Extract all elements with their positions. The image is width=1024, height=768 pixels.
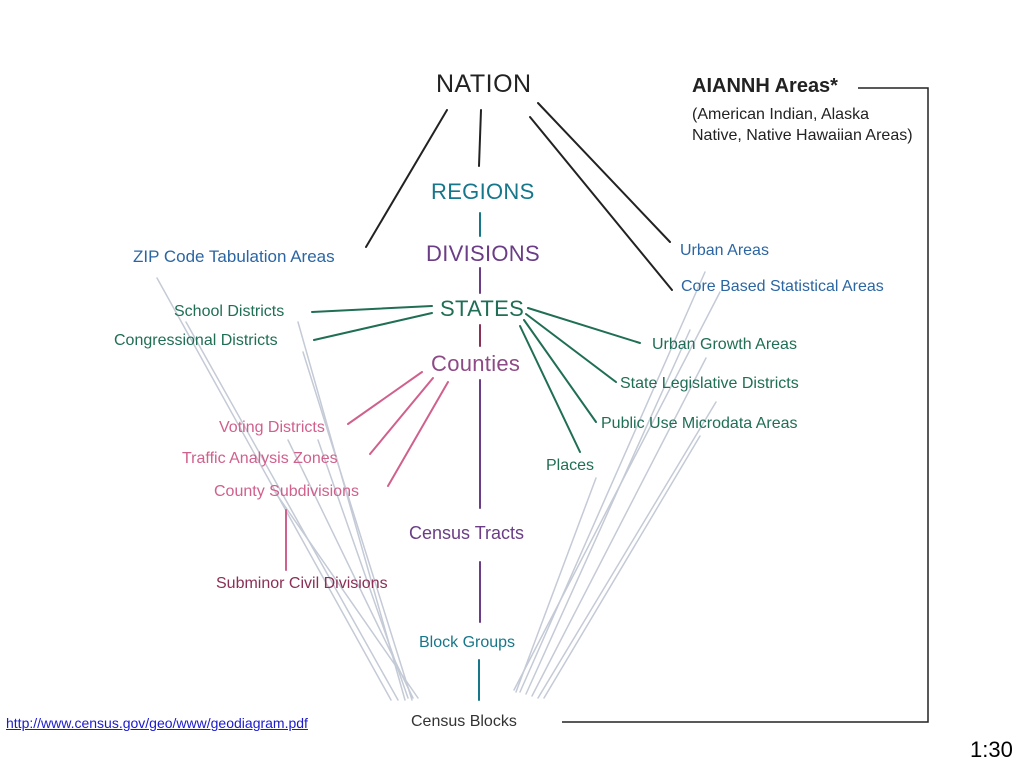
counties-to-voting-districts-line (347, 371, 423, 425)
aiannh-description: (American Indian, Alaska Native, Native … (692, 106, 913, 144)
node-places: Places (546, 457, 595, 474)
gray-connector (317, 439, 409, 699)
states-to-puma-line (523, 319, 597, 423)
node-counties: Counties (431, 351, 521, 376)
node-nation: NATION (436, 70, 532, 98)
counties-to-traffic-zones-line (369, 377, 434, 455)
node-voting-districts: Voting Districts (219, 419, 325, 436)
gray-connector (274, 491, 419, 699)
node-block-groups: Block Groups (419, 634, 516, 651)
gray-connector (287, 439, 414, 699)
states-to-school-districts-line (311, 305, 433, 313)
node-cbsa: Core Based Statistical Areas (681, 278, 884, 295)
node-subminor-civil-divisions: Subminor Civil Divisions (216, 575, 388, 592)
node-county-subdivisions: County Subdivisions (214, 483, 359, 500)
node-regions: REGIONS (431, 179, 535, 204)
node-puma: Public Use Microdata Areas (601, 415, 798, 432)
counties-to-county-subdivisions-line (387, 381, 449, 487)
node-school-districts: School Districts (174, 303, 285, 320)
aiannh-to-census-blocks-line (562, 87, 929, 723)
gray-connector (156, 277, 392, 701)
node-state-legislative-districts: State Legislative Districts (620, 375, 799, 392)
aiannh-title: AIANNH Areas* (692, 75, 838, 97)
states-to-state-legislative-line (525, 313, 617, 383)
node-states: STATES (440, 296, 525, 321)
nation-to-zcta-line (365, 109, 448, 248)
nation-to-cbsa-line (529, 116, 673, 291)
states-to-congressional-districts-line (313, 312, 433, 341)
gray-connector (525, 329, 691, 695)
node-zcta: ZIP Code Tabulation Areas (133, 247, 335, 266)
node-traffic-analysis-zones: Traffic Analysis Zones (182, 450, 338, 467)
node-urban-areas: Urban Areas (680, 242, 769, 259)
nation-to-regions-line (478, 109, 482, 167)
node-census-tracts: Census Tracts (409, 523, 525, 543)
source-link[interactable]: http://www.census.gov/geo/www/geodiagram… (6, 715, 308, 731)
gray-connector (185, 321, 399, 701)
gray-connector (543, 435, 701, 699)
states-to-urban-growth-line (527, 307, 641, 344)
hierarchy-connector-lines (285, 87, 929, 723)
node-urban-growth-areas: Urban Growth Areas (652, 336, 797, 353)
states-to-places-line (519, 325, 581, 453)
node-census-blocks: Census Blocks (411, 713, 517, 730)
nation-to-urban-areas-line (537, 102, 671, 243)
slide-number: 1:30 (970, 737, 1013, 762)
gray-connector (531, 357, 707, 697)
node-congressional-districts: Congressional Districts (114, 332, 278, 349)
node-divisions: DIVISIONS (426, 241, 540, 266)
gray-connector (519, 271, 706, 693)
gray-connector-lines (156, 271, 721, 701)
gray-connector (515, 477, 597, 693)
gray-connector (302, 351, 413, 701)
gray-connector (537, 401, 717, 699)
